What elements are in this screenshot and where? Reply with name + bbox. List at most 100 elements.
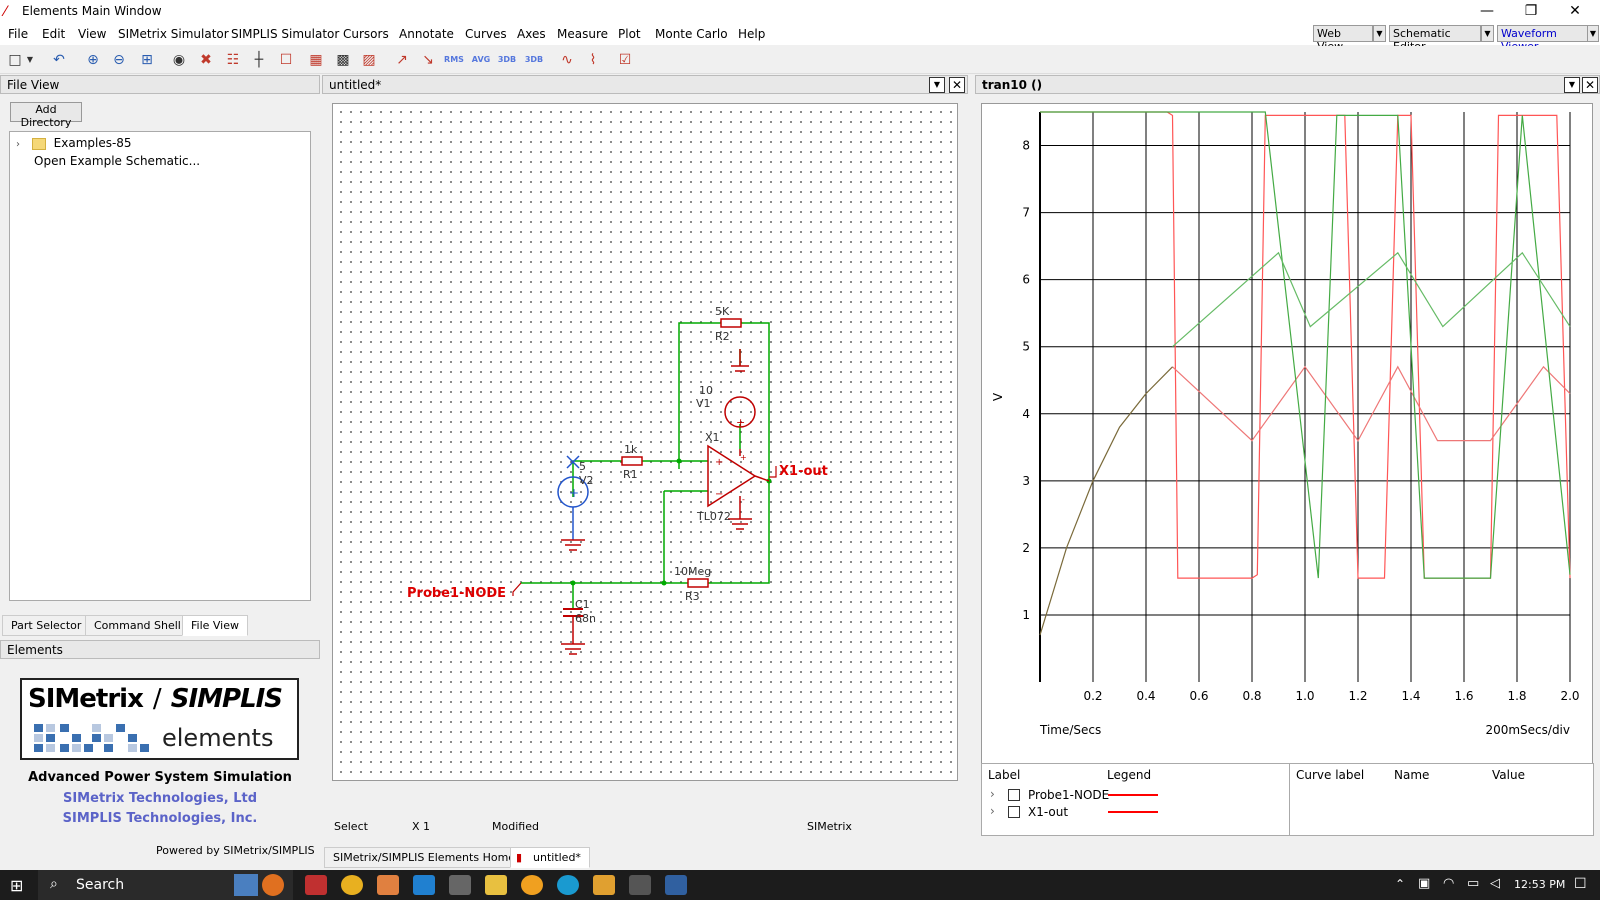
chevron-right-icon[interactable]: › [990, 787, 995, 801]
zoom-fit-icon[interactable]: ⊕ [87, 52, 99, 68]
calculator-icon[interactable] [449, 875, 471, 895]
measure-icon[interactable]: ☑ [618, 52, 632, 68]
legend-checkbox[interactable] [1008, 806, 1020, 818]
schematic-editor-dropdown[interactable]: ▼ [1481, 25, 1494, 42]
waveform-close-button[interactable]: ✕ [1582, 77, 1598, 93]
y-tick-label: 6 [1022, 273, 1030, 287]
opamp-x1 [707, 444, 770, 519]
app-icon-4[interactable] [665, 875, 687, 895]
logo-simplis: SIMPLIS [170, 684, 283, 714]
axis-icon[interactable]: ☷ [226, 52, 240, 68]
fft-icon[interactable]: ∿ [561, 52, 573, 68]
mail-icon[interactable] [413, 875, 435, 895]
waveform-viewer-button[interactable]: Waveform Viewer [1497, 25, 1589, 53]
menu-cursors[interactable]: Cursors [343, 27, 389, 41]
menu-measure[interactable]: Measure [557, 27, 608, 41]
schematic-editor-button[interactable]: Schematic Editor [1389, 25, 1481, 53]
undo-icon[interactable]: ↶ [53, 52, 65, 68]
schematic-tab-title: untitled* [322, 75, 968, 94]
tree-item-label: Examples-85 [53, 136, 132, 150]
menu-monte-carlo[interactable]: Monte Carlo [655, 27, 728, 41]
menu-help[interactable]: Help [738, 27, 766, 41]
tab-untitled[interactable]: ▮ untitled* [510, 847, 590, 868]
logo-simetrix: SIMetrix [28, 684, 144, 714]
maximize-button[interactable]: ❐ [1524, 3, 1538, 19]
schematic-close-button[interactable]: ✕ [949, 77, 965, 93]
menu-axes[interactable]: Axes [517, 27, 546, 41]
company-simetrix[interactable]: SIMetrix Technologies, Ltd [62, 791, 258, 806]
chrome-icon[interactable] [341, 875, 363, 895]
zoom-box-icon[interactable]: ⊞ [141, 52, 153, 68]
chevron-right-icon[interactable]: › [990, 804, 995, 818]
powered-by: Powered by SIMetrix/SIMPLIS [156, 844, 315, 857]
tree-item-examples[interactable]: › Examples-85 [16, 136, 132, 150]
menu-simplis-simulator[interactable]: SIMPLIS Simulator [231, 27, 340, 41]
app-icon-1[interactable] [305, 875, 327, 895]
chevron-right-icon[interactable]: › [16, 139, 20, 150]
minimize-button[interactable]: — [1480, 3, 1494, 19]
new-file-icon[interactable]: □ [8, 52, 22, 68]
search-label: Search [76, 877, 125, 893]
close-button[interactable]: ✕ [1569, 3, 1581, 19]
tree-item-open-example[interactable]: Open Example Schematic... [34, 154, 201, 168]
grid-dense-icon[interactable]: ▩ [336, 52, 350, 68]
windows-start-icon[interactable]: ⊞ [10, 876, 24, 895]
volume-icon[interactable]: ◁ [1490, 876, 1500, 891]
menu-file[interactable]: File [8, 27, 29, 41]
clock-time[interactable]: 12:53 PM [1514, 878, 1566, 891]
menu-edit[interactable]: Edit [42, 27, 66, 41]
app-icon-3[interactable] [629, 875, 651, 895]
rms-icon[interactable]: RMS [444, 55, 464, 64]
waveform-viewer-dropdown[interactable]: ▼ [1587, 25, 1599, 42]
cursor-down-icon[interactable]: ↘ [422, 52, 434, 68]
add-axis-icon[interactable]: ┼ [254, 52, 264, 68]
3db-icon[interactable]: 3DB [497, 55, 517, 64]
legend-row[interactable]: › Probe1-NODE [988, 787, 1278, 803]
app-icon-2[interactable] [521, 875, 543, 895]
grid-icon[interactable]: ▦ [309, 52, 323, 68]
menu-plot[interactable]: Plot [618, 27, 641, 41]
web-view-button[interactable]: Web View [1313, 25, 1373, 53]
spectrum-icon[interactable]: ⌇ [589, 52, 597, 68]
tab-file-view[interactable]: File View [182, 615, 249, 636]
zoom-out-icon[interactable]: ⊖ [113, 52, 125, 68]
legend-header-label: Label [988, 768, 1021, 782]
tab-command-shell[interactable]: Command Shell [85, 615, 190, 636]
web-view-dropdown[interactable]: ▼ [1373, 25, 1386, 42]
legend-row[interactable]: › X1-out [988, 804, 1278, 820]
wifi-icon[interactable]: ◠ [1443, 876, 1455, 891]
taskbar-search[interactable]: ⌕ Search [38, 870, 293, 900]
battery-icon[interactable]: ▭ [1467, 876, 1480, 891]
tab-elements-home[interactable]: SIMetrix/SIMPLIS Elements Home [324, 847, 525, 868]
menu-view[interactable]: View [78, 27, 107, 41]
edge-icon[interactable] [557, 875, 579, 895]
new-graph-icon[interactable]: ☐ [279, 52, 293, 68]
menu-simetrix-simulator[interactable]: SIMetrix Simulator [118, 27, 229, 41]
file-explorer-icon[interactable] [485, 875, 507, 895]
menu-annotate[interactable]: Annotate [399, 27, 454, 41]
avg-icon[interactable]: AVG [471, 55, 491, 64]
schematic-menu-dropdown[interactable]: ▼ [929, 77, 945, 93]
notifications-icon[interactable]: ☐ [1574, 876, 1587, 892]
menu-curves[interactable]: Curves [465, 27, 507, 41]
tab-part-selector[interactable]: Part Selector [2, 615, 91, 636]
add-directory-button[interactable]: Add Directory [10, 102, 82, 129]
3db-alt-icon[interactable]: 3DB [524, 55, 544, 64]
legend-checkbox[interactable] [1008, 789, 1020, 801]
chevron-up-icon[interactable]: ⌃ [1395, 877, 1406, 891]
view-icon[interactable]: ◉ [172, 52, 186, 68]
schematic-canvas[interactable]: + − + - + + [332, 103, 958, 781]
cursor-icon[interactable]: ↗ [396, 52, 408, 68]
waveform-menu-dropdown[interactable]: ▼ [1564, 77, 1580, 93]
delete-curve-icon[interactable]: ✖ [200, 52, 212, 68]
dropdown-icon[interactable]: ▼ [26, 55, 34, 64]
svg-text:-: - [742, 495, 745, 504]
company-simplis[interactable]: SIMPLIS Technologies, Inc. [62, 811, 258, 826]
camera-icon[interactable]: ▣ [1418, 876, 1431, 891]
media-icon[interactable] [593, 875, 615, 895]
chart-icon[interactable]: ▨ [362, 52, 376, 68]
widget-icon [234, 874, 258, 896]
simetrix-taskbar-icon[interactable] [377, 875, 399, 895]
